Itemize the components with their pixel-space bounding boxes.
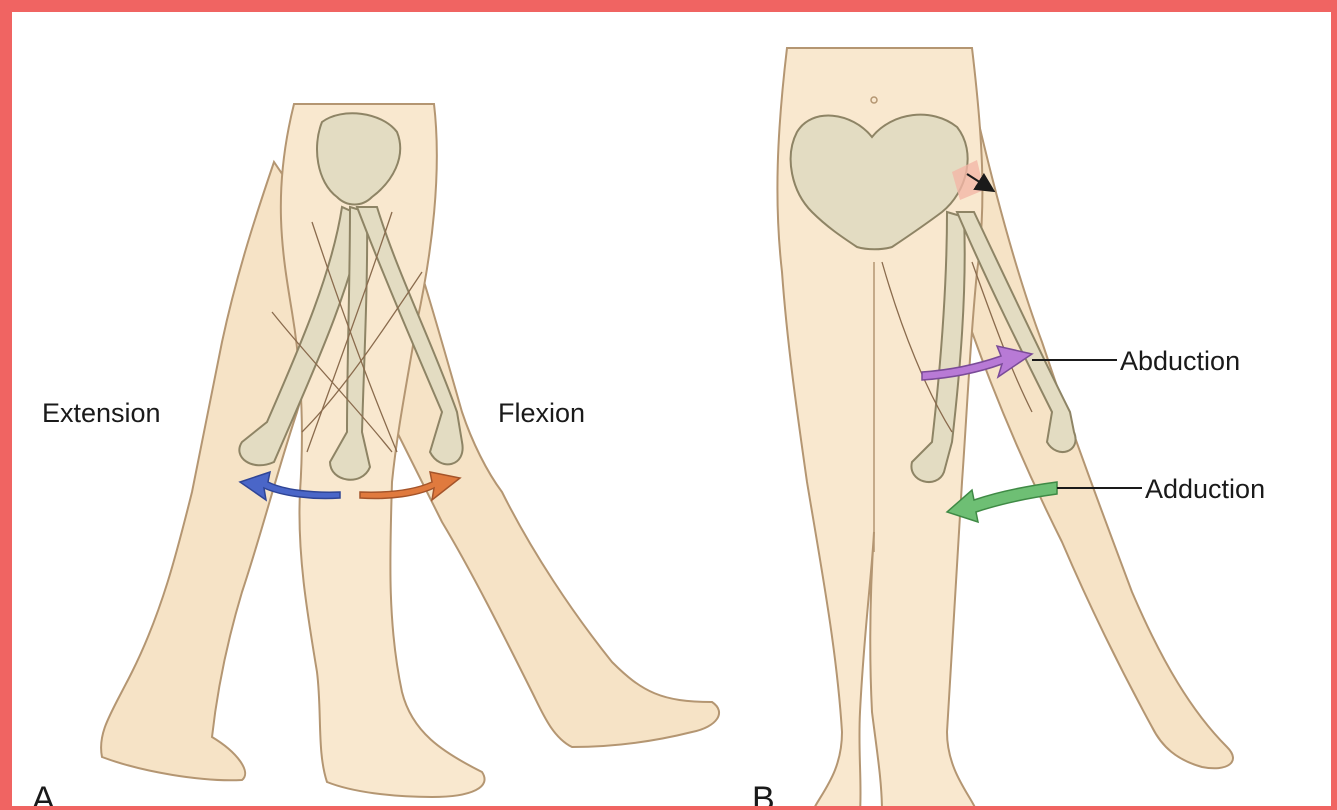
flexion-label: Flexion	[498, 398, 585, 428]
adduction-label: Adduction	[1145, 474, 1265, 504]
hip-motion-illustration: Extension Flexion A Abduction	[12, 12, 1337, 810]
panel-a: Extension Flexion A	[32, 104, 719, 810]
extension-label: Extension	[42, 398, 161, 428]
abduction-label: Abduction	[1120, 346, 1240, 376]
abducted-leg	[967, 72, 1233, 768]
adduction-arrow	[947, 482, 1057, 522]
panel-b: Abduction Adduction B	[752, 48, 1265, 810]
panel-b-letter: B	[752, 780, 775, 810]
panel-a-letter: A	[32, 780, 55, 810]
